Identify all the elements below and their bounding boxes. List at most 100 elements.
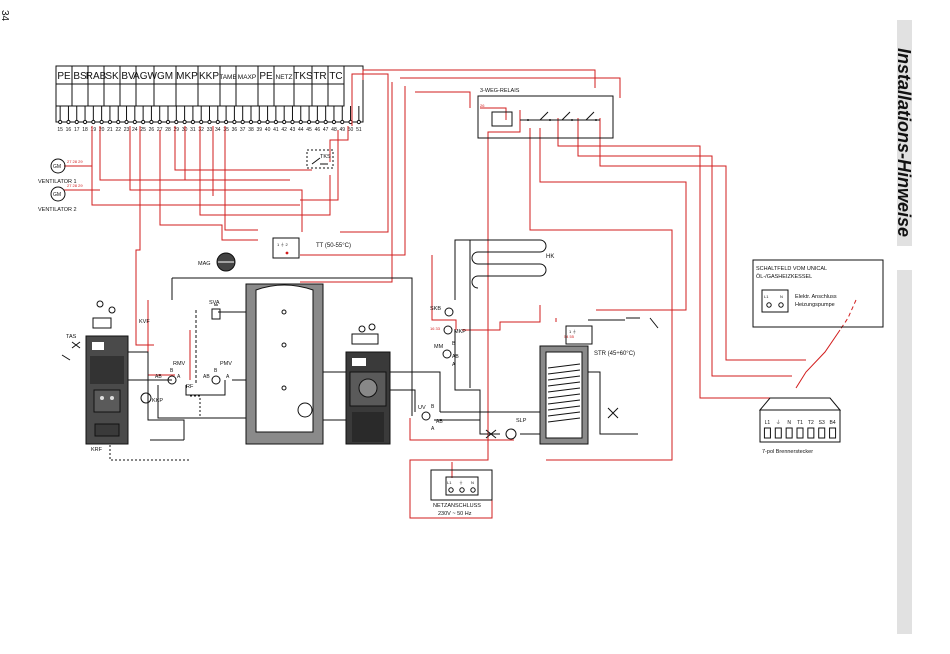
- terminal-pin-screw: [107, 119, 113, 125]
- terminal-pin-screw: [232, 119, 237, 125]
- terminal-group-label: KKP: [199, 71, 219, 82]
- mains-connection: L1 ⏚ N NETZANSCHLUSS 230V ~ 50 Hz: [430, 469, 493, 517]
- svg-text:GM: GM: [53, 164, 61, 170]
- tt-thermostat: 1 ⏚ 2 TT (50-55°C): [272, 237, 351, 259]
- kvf-label: KVF: [139, 319, 150, 325]
- terminal-pin-number: 23: [124, 127, 130, 133]
- tas-label: TAS: [66, 334, 77, 340]
- solid-fuel-boiler: TAS KVF KRF KKP: [61, 300, 163, 453]
- terminal-pin-screw: [298, 119, 303, 125]
- svg-text:MM: MM: [434, 344, 444, 350]
- ventilator-2-label: VENTILATOR 2: [38, 207, 77, 213]
- svg-text:27 28 29: 27 28 29: [67, 159, 83, 164]
- svg-text:Heizungspumpe: Heizungspumpe: [795, 302, 835, 308]
- terminal-pin-screw: [290, 119, 295, 125]
- burner-plug-pin-label: ⏚: [776, 419, 781, 426]
- mixing-valves: RMV AB A B RF PMV AB A B: [155, 361, 232, 390]
- terminal-pin-screw: [207, 119, 212, 125]
- svg-text:A: A: [177, 374, 181, 380]
- svg-text:SKB: SKB: [430, 306, 441, 312]
- safety-valve: SVA: [209, 300, 221, 320]
- terminal-pin-number: 41: [273, 127, 279, 133]
- terminal-pin-number: 51: [356, 127, 362, 133]
- terminal-pin-number: 18: [82, 127, 88, 133]
- terminal-pin-number: 36: [232, 127, 238, 133]
- terminal-pin-screw: [240, 119, 245, 125]
- terminal-pin-number: 40: [265, 127, 271, 133]
- svg-text:AB: AB: [452, 354, 459, 360]
- svg-text:NETZANSCHLUSS: NETZANSCHLUSS: [433, 503, 481, 509]
- terminal-group-label: PE: [57, 71, 71, 82]
- svg-text:L1: L1: [764, 294, 769, 299]
- terminal-pin-screw: [315, 119, 320, 125]
- svg-text:Elektr. Anschluss: Elektr. Anschluss: [795, 294, 837, 300]
- terminal-block: [87, 83, 105, 107]
- terminal-pin-screw: [331, 119, 337, 125]
- svg-text:AB: AB: [436, 419, 443, 425]
- svg-text:GM: GM: [53, 192, 61, 198]
- svg-text:RF: RF: [186, 384, 194, 390]
- terminal-pin-number: 45: [306, 127, 312, 133]
- tks-switch: TKS: [306, 149, 334, 169]
- burner-plug-pin-label: N: [787, 420, 791, 426]
- terminal-group-label: PE: [259, 71, 273, 82]
- svg-text:A: A: [431, 426, 435, 432]
- svg-text:SVA: SVA: [209, 300, 220, 306]
- terminal-pin-screw: [141, 119, 146, 125]
- terminal-pin-screw: [340, 119, 345, 125]
- terminal-group-label: NETZ: [276, 74, 293, 81]
- terminal-pin-screw: [66, 119, 71, 125]
- str-label: STR (45÷60°C): [594, 351, 635, 357]
- switching-valve-uv: UV B AB A: [418, 404, 443, 432]
- terminal-pin-screw: [149, 119, 154, 125]
- burner-plug-pin-label: T2: [808, 420, 814, 426]
- terminal-block: [293, 83, 313, 107]
- terminal-pin-number: 49: [339, 127, 345, 133]
- terminal-group-label: MKP: [176, 71, 198, 82]
- terminal-block: [71, 83, 89, 107]
- terminal-pin-number: 20: [99, 127, 105, 133]
- side-tab-bar: [897, 20, 912, 634]
- terminal-pin-number: 25: [140, 127, 146, 133]
- terminal-pin-screw: [165, 119, 171, 125]
- ventilator-1-label: VENTILATOR 1: [38, 179, 77, 185]
- heating-circuit-coil: HK: [458, 239, 554, 289]
- terminal-block: [175, 83, 199, 107]
- terminal-pin-screw: [132, 119, 137, 125]
- burner-plug-pin-label: T1: [797, 420, 803, 426]
- terminal-pin-number: 43: [290, 127, 296, 133]
- terminal-group-label: MAXP: [238, 74, 256, 81]
- terminal-block: [273, 83, 295, 107]
- terminal-pin-screw: [282, 119, 287, 125]
- svg-text:16 33: 16 33: [430, 326, 441, 331]
- terminal-block: [153, 83, 177, 107]
- terminal-pin-screw: [91, 119, 96, 125]
- terminal-pin-number: 46: [315, 127, 321, 133]
- heating-circuit-group: SKB MKP MM B AB A: [430, 306, 466, 368]
- relay-label: 3-WEG-RELAIS: [480, 88, 520, 94]
- terminal-pin-screw: [215, 119, 220, 125]
- terminal-pin-screw: [82, 119, 88, 125]
- terminal-pin-screw: [124, 119, 129, 125]
- terminal-block: [235, 83, 259, 107]
- terminal-pin-screw: [182, 119, 187, 125]
- terminal-pin-number: 19: [91, 127, 97, 133]
- svg-text:N: N: [780, 294, 783, 299]
- terminal-block: [135, 83, 155, 107]
- terminal-pin-screw: [223, 119, 229, 125]
- terminal-pin-number: 47: [323, 127, 329, 133]
- terminal-group-label: AGW: [133, 71, 157, 82]
- terminal-pin-screw: [58, 119, 63, 125]
- terminal-pin-number: 48: [331, 127, 337, 133]
- terminal-pin-number: 50: [348, 127, 354, 133]
- svg-text:A: A: [226, 374, 230, 380]
- terminal-group-label: TC: [329, 71, 342, 82]
- terminal-pin-number: 15: [57, 127, 63, 133]
- terminal-block: [311, 83, 329, 107]
- terminal-pin-number: 28: [165, 127, 171, 133]
- terminal-pin-screw: [306, 119, 312, 125]
- terminal-pin-number: 29: [174, 127, 180, 133]
- schaltfeld-panel: SCHALTFELD VOM UNICAL ÖL-/GASHEIZKESSEL …: [752, 259, 884, 328]
- terminal-group-label: GM: [157, 71, 173, 82]
